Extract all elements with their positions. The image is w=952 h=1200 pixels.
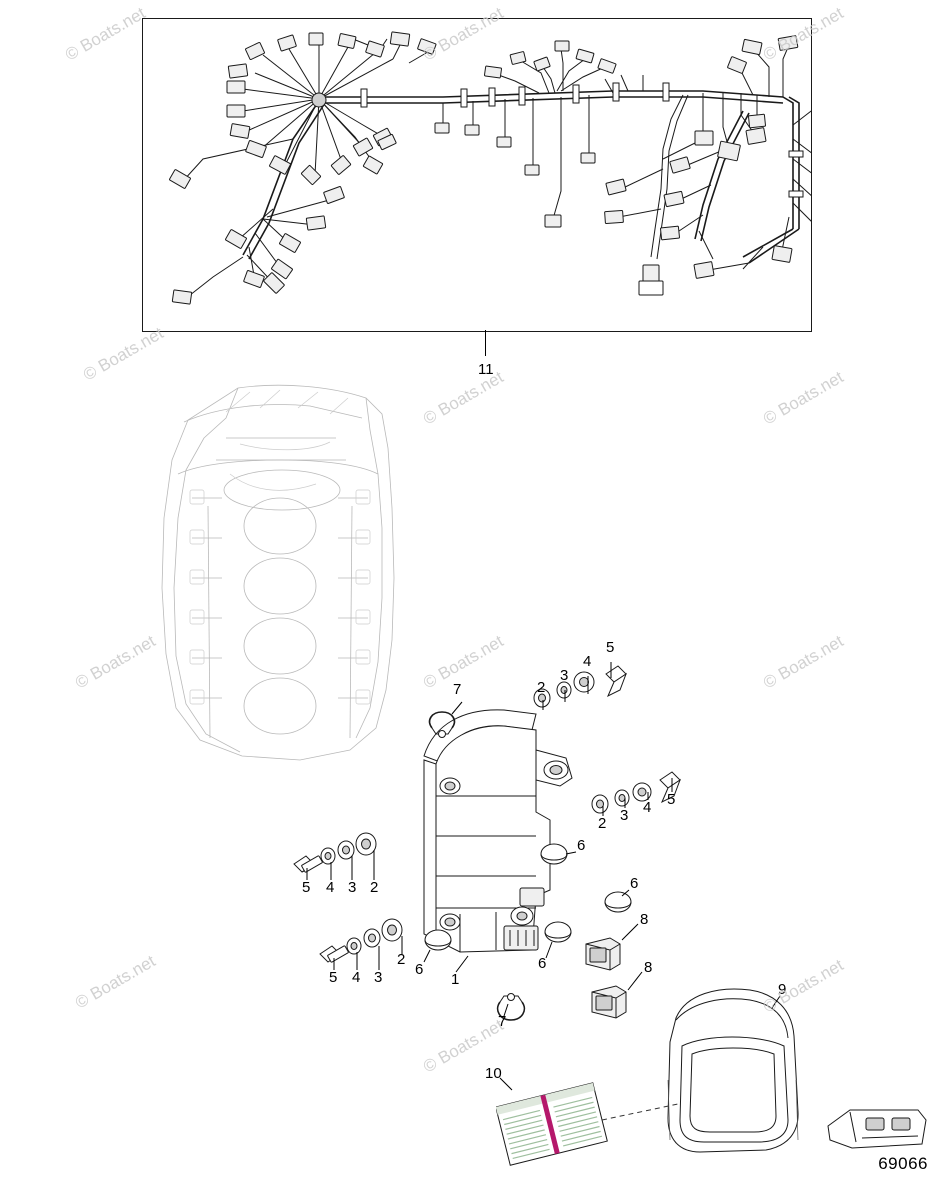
diagram-part-number: 69066	[878, 1154, 928, 1173]
callout-4-c: 4	[326, 879, 335, 896]
callout-2-c: 2	[370, 879, 379, 896]
callout-3-b: 3	[620, 807, 629, 824]
callout-4-b: 4	[643, 799, 652, 816]
hardware-stack-left-upper	[293, 832, 377, 873]
callout-6-d: 6	[538, 955, 547, 972]
engine-cover-panel	[667, 988, 799, 1153]
hardware-stack-right	[591, 771, 682, 814]
engine-block-illustration	[161, 384, 395, 761]
decal-leader-dashed	[601, 1103, 679, 1121]
callout-8-b: 8	[644, 959, 653, 976]
callout-2-a: 2	[537, 679, 546, 696]
grommet-left	[424, 929, 452, 951]
callout-4-a: 4	[583, 653, 592, 670]
callout-5-a: 5	[606, 639, 615, 656]
callout-1: 1	[451, 971, 460, 988]
callout-8-a: 8	[640, 911, 649, 928]
callout-6-b: 6	[630, 875, 639, 892]
callout-6-a: 6	[577, 837, 586, 854]
callout-4-d: 4	[352, 969, 361, 986]
grommet-upper	[540, 843, 568, 865]
ecm-mounting-bracket	[423, 709, 573, 953]
callout-6-c: 6	[415, 961, 424, 978]
leader-line-11	[485, 330, 486, 356]
callout-9: 9	[778, 981, 787, 998]
callout-7-upper: 7	[453, 681, 462, 698]
callout-2-b: 2	[598, 815, 607, 832]
hardware-stack-left-lower	[319, 918, 403, 963]
callout-10: 10	[485, 1065, 502, 1082]
callout-5-c: 5	[302, 879, 311, 896]
callout-2-d: 2	[397, 951, 406, 968]
callout-3-c: 3	[348, 879, 357, 896]
wiring-harness-panel	[142, 18, 812, 332]
callout-5-d: 5	[329, 969, 338, 986]
grommet-right	[604, 891, 632, 913]
grommet-lower	[544, 921, 572, 943]
callout-7-lower: 7	[498, 1013, 507, 1030]
callout-3-d: 3	[374, 969, 383, 986]
relay-upper	[585, 937, 621, 971]
callout-3-a: 3	[560, 667, 569, 684]
relay-lower	[591, 985, 627, 1019]
wiring-harness-drawing	[169, 31, 811, 305]
cable-clamp-upper	[428, 711, 456, 738]
cable-clamp-lower	[496, 993, 526, 1021]
callout-5-b: 5	[667, 791, 676, 808]
warning-decal	[496, 1082, 608, 1166]
callout-11: 11	[478, 361, 494, 378]
trim-panel-part	[827, 1109, 927, 1149]
